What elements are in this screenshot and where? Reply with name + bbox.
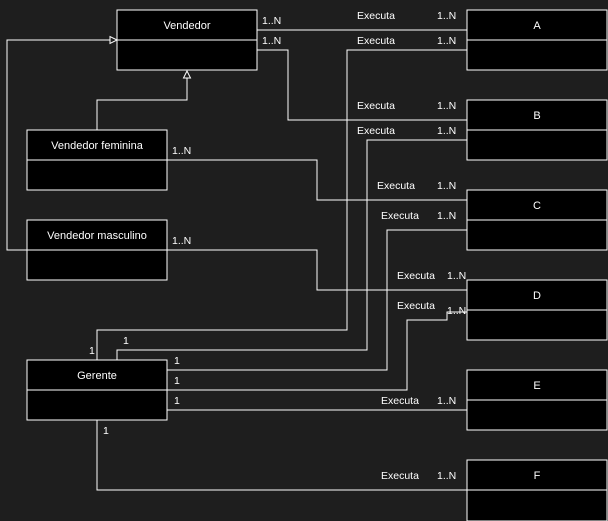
multiplicity-label: 1: [174, 355, 180, 367]
class-d[interactable]: D: [466, 279, 608, 341]
class-f[interactable]: F: [466, 459, 608, 521]
class-name: Vendedor: [163, 20, 210, 32]
assoc-gerente-d: [167, 311, 467, 391]
inheritance-masculino-line: [6, 39, 110, 251]
multiplicity-label: 1: [103, 425, 109, 437]
multiplicity-labels: 1..N 1..N 1..N 1..N 1..N 1..N 1..N 1..N …: [89, 10, 466, 482]
multiplicity-label: 1..N: [437, 180, 456, 192]
class-name: A: [533, 20, 541, 32]
class-a[interactable]: A: [466, 9, 608, 71]
class-name: C: [533, 200, 541, 212]
multiplicity-label: 1..N: [437, 210, 456, 222]
multiplicity-label: 1..N: [447, 305, 466, 317]
assoc-feminina-c: [167, 159, 467, 201]
multiplicity-label: 1..N: [437, 395, 456, 407]
multiplicity-label: 1..N: [172, 235, 191, 247]
multiplicity-label: 1..N: [172, 145, 191, 157]
assoc-gerente-c: [167, 229, 467, 371]
association-label: Executa: [357, 35, 395, 47]
class-name: F: [534, 470, 541, 482]
class-b[interactable]: B: [466, 99, 608, 161]
class-name: D: [533, 290, 541, 302]
class-name: Vendedor feminina: [51, 140, 144, 152]
class-gerente[interactable]: Gerente: [26, 359, 168, 421]
inheritance-feminina-line: [96, 78, 188, 130]
association-label: Executa: [357, 100, 395, 112]
association-label: Executa: [377, 180, 415, 192]
multiplicity-label: 1..N: [437, 10, 456, 22]
multiplicity-label: 1..N: [262, 35, 281, 47]
class-vendedor-feminina[interactable]: Vendedor feminina: [26, 129, 168, 191]
association-label: Executa: [357, 10, 395, 22]
assoc-gerente-a: [96, 49, 467, 360]
association-label: Executa: [397, 270, 435, 282]
multiplicity-label: 1..N: [437, 35, 456, 47]
class-name: Vendedor masculino: [47, 230, 147, 242]
association-label: Executa: [381, 395, 419, 407]
multiplicity-label: 1: [123, 335, 129, 347]
inheritance-arrow-icon: [109, 35, 119, 45]
connectors: [6, 29, 467, 491]
class-vendedor-masculino[interactable]: Vendedor masculino: [26, 219, 168, 281]
class-name: B: [533, 110, 540, 122]
class-name: Gerente: [77, 370, 117, 382]
multiplicity-label: 1: [174, 395, 180, 407]
multiplicity-label: 1..N: [437, 470, 456, 482]
association-labels: Executa Executa Executa Executa Executa …: [357, 10, 435, 482]
multiplicity-label: 1..N: [262, 15, 281, 27]
multiplicity-label: 1..N: [437, 100, 456, 112]
assoc-gerente-f: [96, 420, 467, 491]
assoc-gerente-b: [116, 139, 467, 360]
association-label: Executa: [381, 210, 419, 222]
multiplicity-label: 1..N: [447, 270, 466, 282]
multiplicity-label: 1..N: [437, 125, 456, 137]
association-label: Executa: [381, 470, 419, 482]
multiplicity-label: 1: [89, 345, 95, 357]
multiplicity-label: 1: [174, 375, 180, 387]
inheritance-arrow-icon: [182, 69, 192, 79]
class-name: E: [533, 380, 540, 392]
assoc-masculino-d: [167, 249, 467, 291]
association-label: Executa: [357, 125, 395, 137]
association-label: Executa: [397, 300, 435, 312]
class-c[interactable]: C: [466, 189, 608, 251]
assoc-vendedor-b: [257, 49, 467, 121]
class-e[interactable]: E: [466, 369, 608, 431]
class-vendedor[interactable]: Vendedor: [116, 9, 258, 71]
